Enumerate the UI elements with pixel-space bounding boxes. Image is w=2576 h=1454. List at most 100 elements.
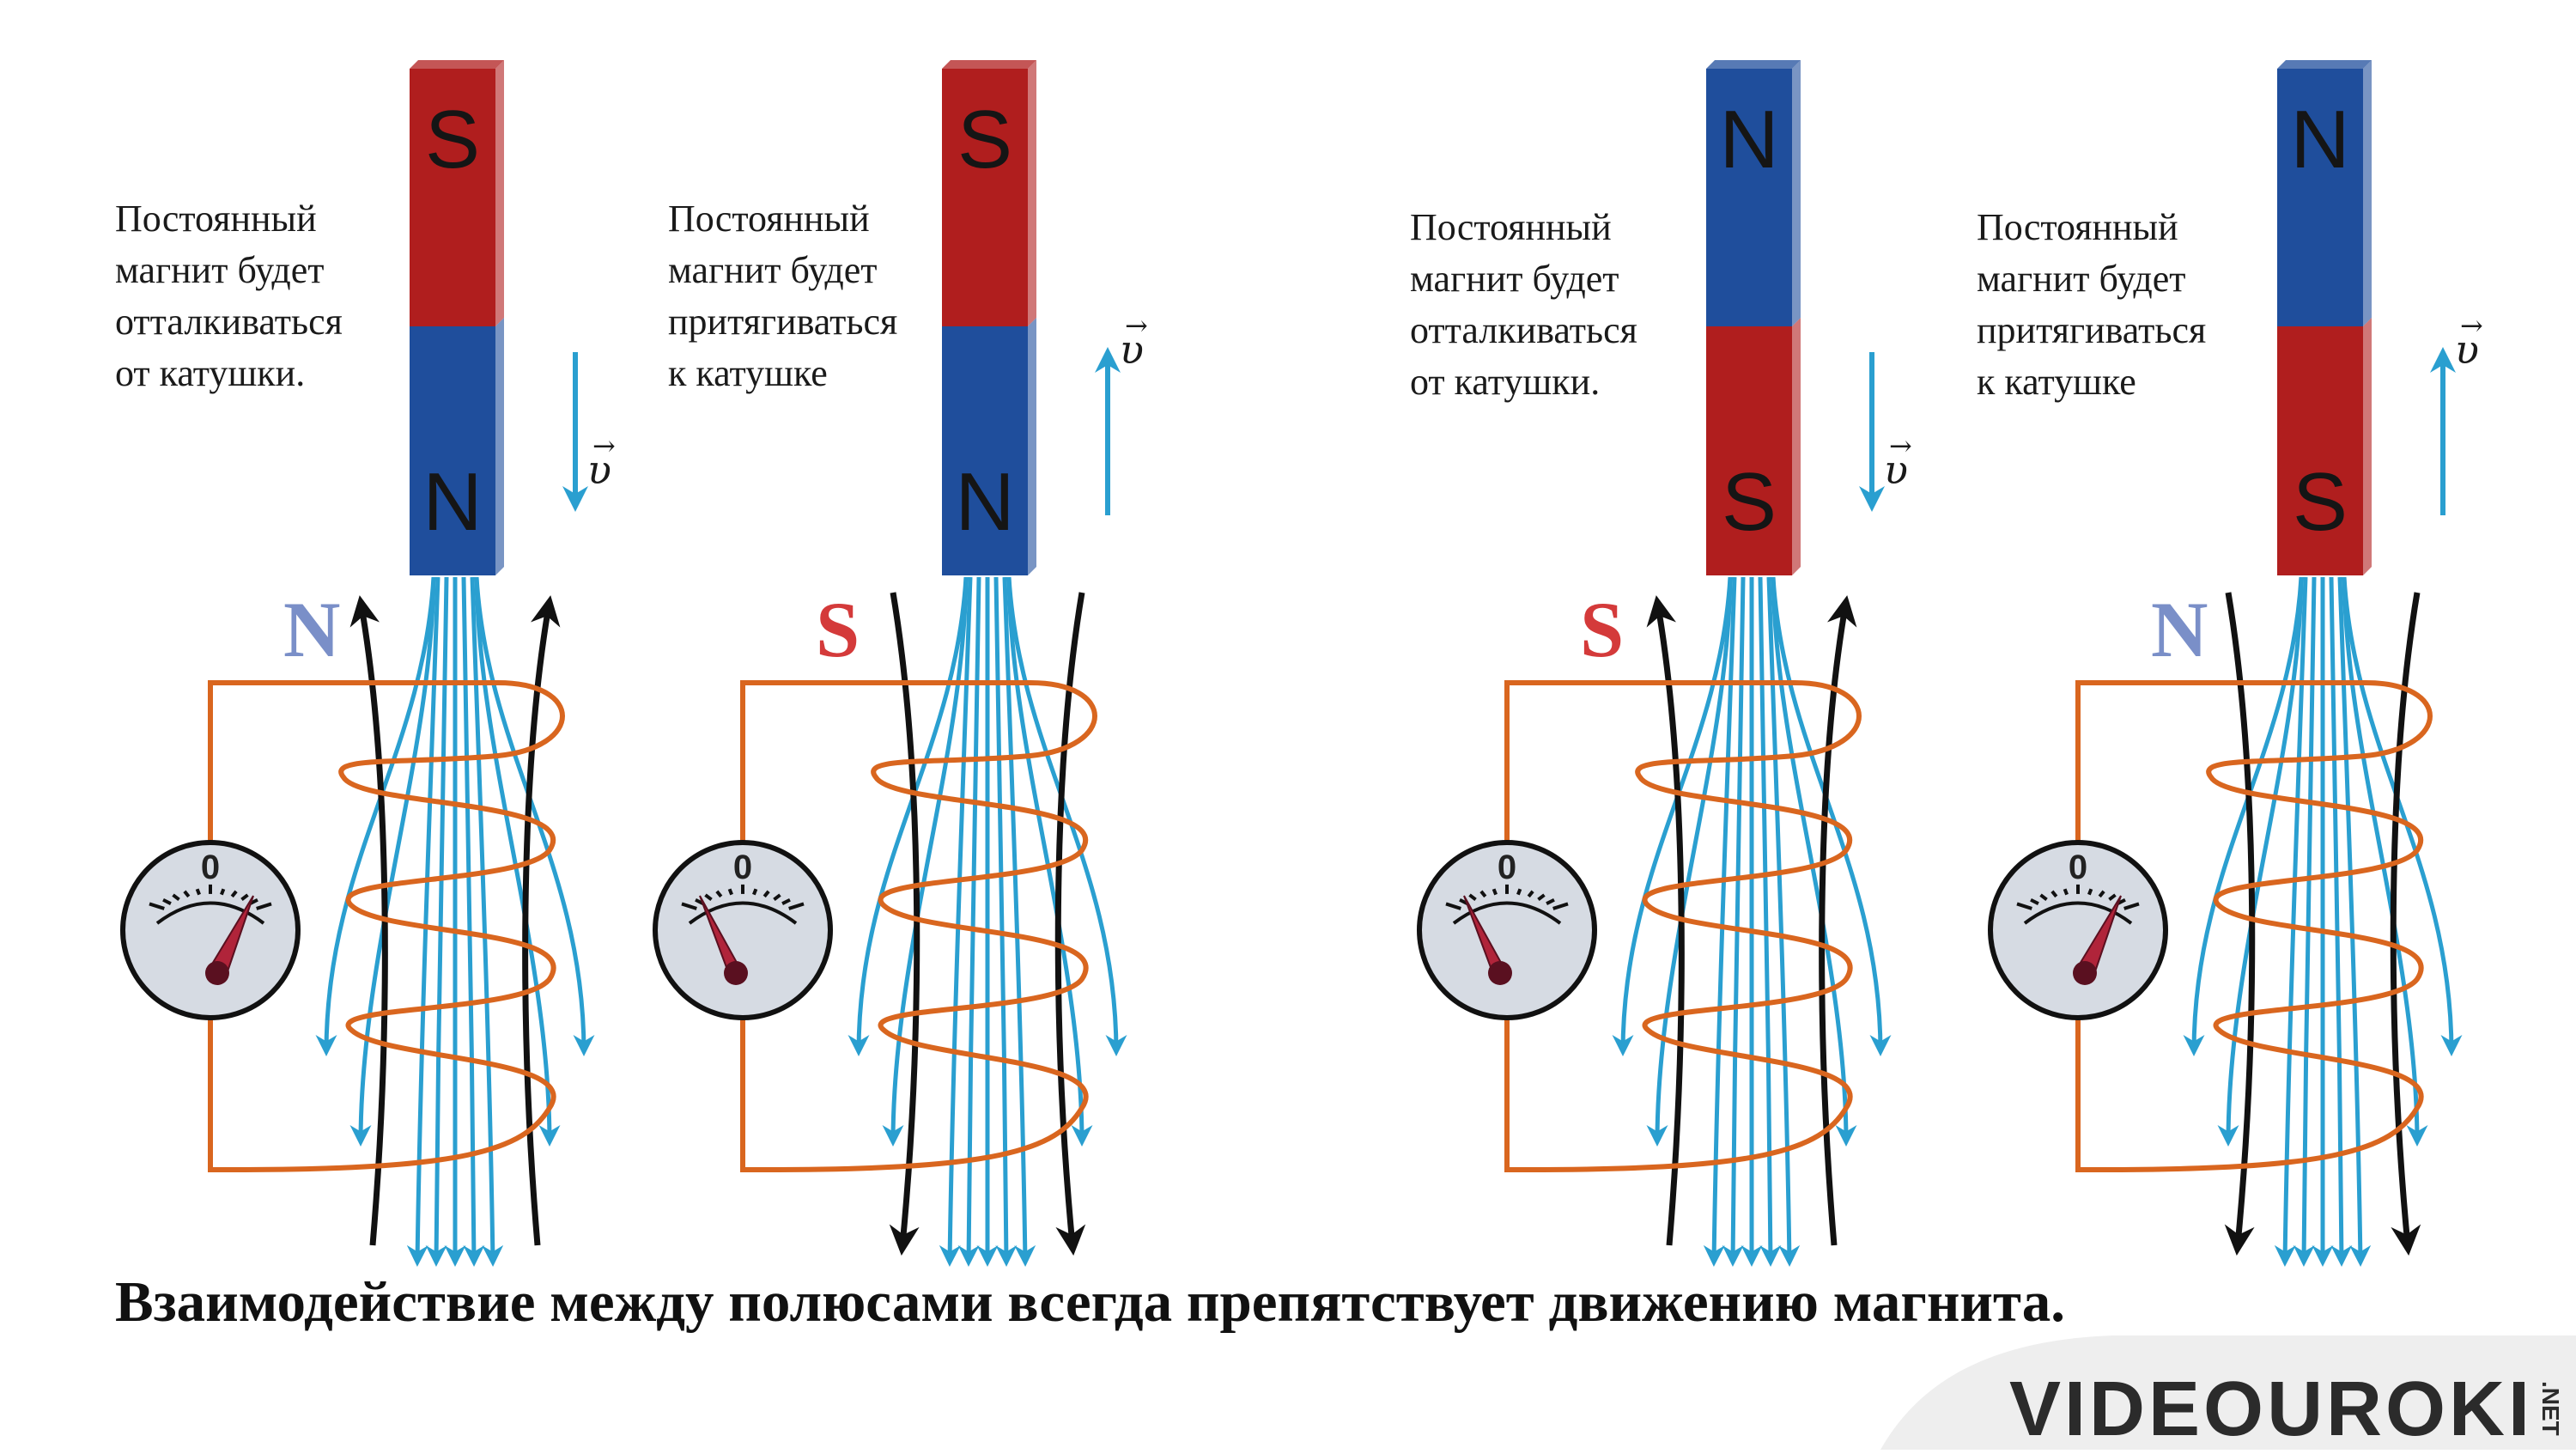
panel-3	[1417, 60, 1892, 1267]
logo-suffix: .NET	[2537, 1381, 2565, 1436]
ammeter-pivot	[205, 961, 229, 985]
field-line	[882, 576, 969, 1147]
magnet-top-half	[410, 69, 495, 326]
field-line	[2217, 576, 2304, 1147]
velocity-label: υ→	[2455, 309, 2483, 373]
panel-1	[120, 60, 595, 1267]
black-field-line	[2224, 592, 2256, 1256]
black-field-line	[1054, 592, 1086, 1256]
logo-swoosh	[1880, 1335, 2576, 1450]
ammeter-dial	[1988, 840, 2168, 1020]
magnet-bottom-pole-label: N	[422, 456, 483, 548]
magnet-bottom-pole-label: S	[1721, 456, 1777, 548]
vector-arrow-icon: →	[1125, 309, 1148, 342]
field-line	[2342, 576, 2428, 1147]
field-line	[349, 576, 436, 1147]
magnet-top-face	[2277, 60, 2372, 69]
ammeter-scale-arc	[2023, 901, 2133, 925]
magnet-bottom-pole-label: N	[955, 456, 1015, 548]
magnet-top-half	[2277, 69, 2363, 326]
ammeter-tick	[1468, 893, 1477, 902]
magnet-top-pole-label: N	[1719, 94, 1779, 186]
field-line	[1771, 576, 1857, 1147]
ammeter-pivot	[2073, 961, 2097, 985]
magnet-side-bottom	[495, 318, 504, 575]
annotation-text-1: Постоянный магнит будет отталкиваться от…	[115, 198, 343, 394]
field-line	[2342, 576, 2463, 1056]
annotation-text-3: Постоянный магнит будет отталкиваться от…	[1410, 206, 1637, 403]
vector-arrow-icon: →	[2460, 309, 2483, 342]
logo-main: VIDEOUROKI	[2009, 1366, 2534, 1452]
magnet-bottom-half	[942, 326, 1028, 575]
velocity-label: υ→	[1120, 309, 1148, 373]
coil-pole-label: N	[2151, 586, 2208, 673]
magnet-side-top	[1792, 60, 1801, 326]
caption: Взаимодействие между полюсами всегда пре…	[115, 1270, 2065, 1334]
ammeter-dial	[653, 840, 833, 1020]
velocity-symbol: υ	[1884, 447, 1908, 493]
field-line	[993, 576, 1018, 1267]
videouroki-logo: VIDEOUROKI.NET	[2009, 1366, 2564, 1454]
black-field-line	[2390, 592, 2421, 1256]
ammeter-zero-label: 0	[2068, 849, 2088, 886]
ammeter-scale-arc	[155, 901, 265, 925]
ammeter-tick	[2039, 893, 2048, 902]
coil-pole-label: S	[816, 586, 860, 673]
ammeter-tick	[2098, 890, 2105, 898]
field-line	[461, 576, 485, 1267]
magnet-bottom-pole-label: S	[2292, 456, 2348, 548]
velocity-label: υ→	[587, 429, 616, 493]
field-line	[1758, 576, 1782, 1267]
ammeter-tick	[2063, 888, 2069, 896]
magnet-bottom-half	[1706, 326, 1792, 575]
magnet-side-top	[1028, 60, 1036, 326]
velocity-symbol: υ	[1120, 326, 1144, 373]
ammeter-tick	[230, 890, 238, 898]
magnet-bottom-half	[2277, 326, 2363, 575]
ammeter-tick	[149, 902, 165, 910]
magnet-top-face	[1706, 60, 1801, 69]
field-line	[2337, 576, 2372, 1267]
magnet-side-bottom	[1792, 318, 1801, 575]
ammeter-tick	[240, 893, 249, 902]
magnet-top-pole-label: S	[957, 94, 1013, 186]
ammeter-tick	[162, 897, 172, 905]
field-line	[2183, 576, 2304, 1056]
ammeter-tick	[256, 902, 272, 910]
magnet-top-pole-label: N	[2290, 94, 2350, 186]
coil-and-circuit-wire	[740, 680, 1097, 1172]
ammeter-tick	[2108, 893, 2117, 902]
magnet-top-face	[942, 60, 1036, 69]
ammeter-tick	[715, 890, 723, 898]
ammeter-tick	[183, 890, 191, 898]
field-line	[1646, 576, 1733, 1147]
ammeter-tick	[788, 902, 805, 910]
ammeter-tick	[1552, 902, 1569, 910]
ammeter-tick	[704, 893, 713, 902]
panel-2	[653, 60, 1127, 1267]
ammeter-tick	[1492, 888, 1498, 896]
coil-and-circuit-wire	[2075, 680, 2433, 1172]
coil-pole-label: S	[1580, 586, 1625, 673]
magnet-top-face	[410, 60, 504, 69]
ammeter-dial	[1417, 840, 1597, 1020]
ammeter-pivot	[1488, 961, 1512, 985]
ammeter-tick	[220, 888, 226, 896]
black-field-line	[1646, 595, 1685, 1246]
ammeter-tick	[195, 888, 201, 896]
ammeter-tick	[1537, 893, 1546, 902]
ammeter-tick	[727, 888, 733, 896]
ammeter-tick	[781, 897, 791, 905]
ammeter-tick	[681, 902, 697, 910]
magnet-bottom-half	[410, 326, 495, 575]
field-line	[1006, 576, 1127, 1056]
ammeter-tick	[2050, 890, 2058, 898]
ammeter-tick	[762, 890, 770, 898]
magnet-side-top	[2363, 60, 2372, 326]
vector-arrow-icon: →	[1889, 429, 1912, 462]
field-line	[474, 576, 561, 1147]
magnet-side-bottom	[1028, 318, 1036, 575]
ammeter-tick	[1479, 890, 1487, 898]
field-line	[1612, 576, 1733, 1056]
